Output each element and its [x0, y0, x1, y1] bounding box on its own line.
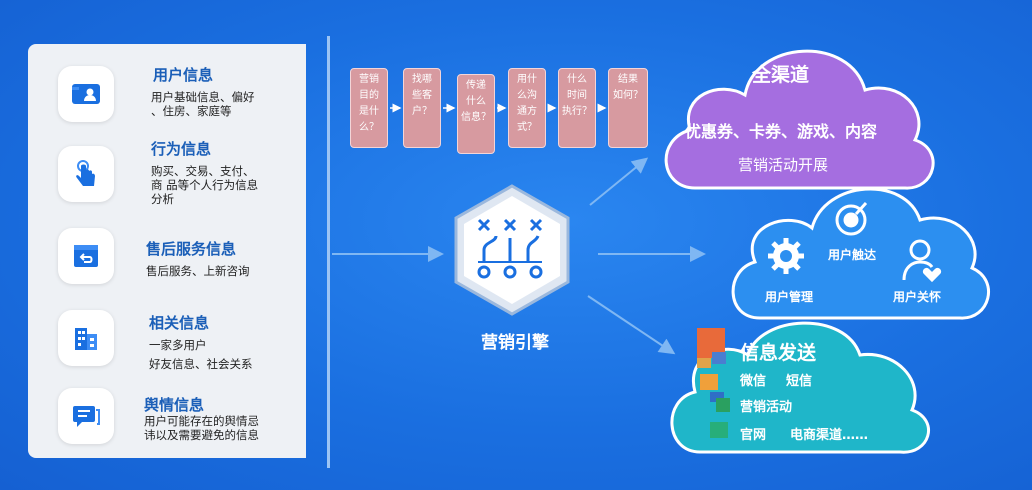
info-item-sentiment: 舆情信息 用户可能存在的舆情忌 讳以及需要避免的信息 [28, 386, 306, 466]
cloud-middle-item1: 用户触达 [828, 248, 877, 262]
building-icon [58, 310, 114, 366]
question-card: 营销 目的 是什 么？ [350, 68, 388, 148]
info-item-aftersales: 售后服务信息 售后服务、上新咨询 [28, 224, 306, 304]
info-desc: 售后服务、上新咨询 [146, 264, 250, 278]
cloud-bottom-item1: 微信 [740, 374, 767, 389]
cloud-bottom-item3: 营销活动 [740, 400, 793, 415]
cloud-top [664, 49, 935, 190]
cloud-bottom-item2: 短信 [786, 374, 813, 389]
info-item-related: 相关信息 一家多用户 好友信息、社会关系 [28, 306, 306, 386]
touch-hand-icon [58, 146, 114, 202]
info-title: 用户信息 [153, 66, 214, 84]
info-desc: 用户基础信息、偏好 、住房、家庭等 [151, 90, 255, 118]
target-icon [835, 201, 868, 236]
cloud-top-line1: 优惠券、卡券、游戏、内容 [685, 122, 878, 141]
question-card: 找哪 些客 户？ [403, 68, 441, 148]
arrow-to-bottom-cloud [587, 295, 676, 355]
cloud-bottom-item4: 官网 [740, 428, 767, 443]
info-desc: 购买、交易、支付、 商 品等个人行为信息 分析 [151, 164, 259, 206]
info-item-behavior: 行为信息 购买、交易、支付、 商 品等个人行为信息 分析 [28, 140, 306, 220]
question-card: 用什 么沟 通方 式？ [508, 68, 546, 148]
engine-hexagon [454, 184, 570, 316]
cloud-bottom [670, 321, 930, 454]
info-title: 相关信息 [149, 314, 210, 332]
info-item-user: 用户信息 用户基础信息、偏好 、住房、家庭等 [28, 60, 306, 140]
info-source-panel: 用户信息 用户基础信息、偏好 、住房、家庭等 行为信息 购买、交易、支付、 商 … [28, 44, 306, 458]
user-card-icon [58, 66, 114, 122]
question-card: 传递 什么 信息？ [457, 74, 495, 154]
strategy-play-icon [477, 218, 543, 279]
info-title: 售后服务信息 [146, 240, 237, 258]
question-card: 什么 时间 执行？ [558, 68, 596, 148]
info-desc: 一家多用户 好友信息、社会关系 [149, 338, 253, 371]
cloud-bottom-title: 信息发送 [740, 342, 817, 364]
info-title: 舆情信息 [144, 396, 205, 414]
cloud-top-line2: 营销活动开展 [738, 156, 829, 174]
data-block-icon [697, 328, 730, 438]
info-title: 行为信息 [151, 140, 212, 158]
message-icon [58, 388, 114, 444]
cloud-middle [731, 187, 990, 320]
user-care-icon [902, 239, 942, 283]
question-card: 结果 如何？ [608, 68, 648, 148]
engine-label: 营销引擎 [481, 333, 549, 353]
cloud-top-title: 全渠道 [752, 64, 810, 86]
gear-icon [768, 238, 804, 274]
return-box-icon [58, 228, 114, 284]
section-divider [327, 36, 330, 468]
cloud-middle-item3: 用户关怀 [893, 290, 942, 304]
info-desc: 用户可能存在的舆情忌 讳以及需要避免的信息 [144, 414, 259, 442]
cloud-bottom-item5: 电商渠道…… [790, 428, 869, 443]
arrow-to-top-cloud [589, 157, 649, 206]
cloud-middle-item2: 用户管理 [765, 290, 814, 304]
